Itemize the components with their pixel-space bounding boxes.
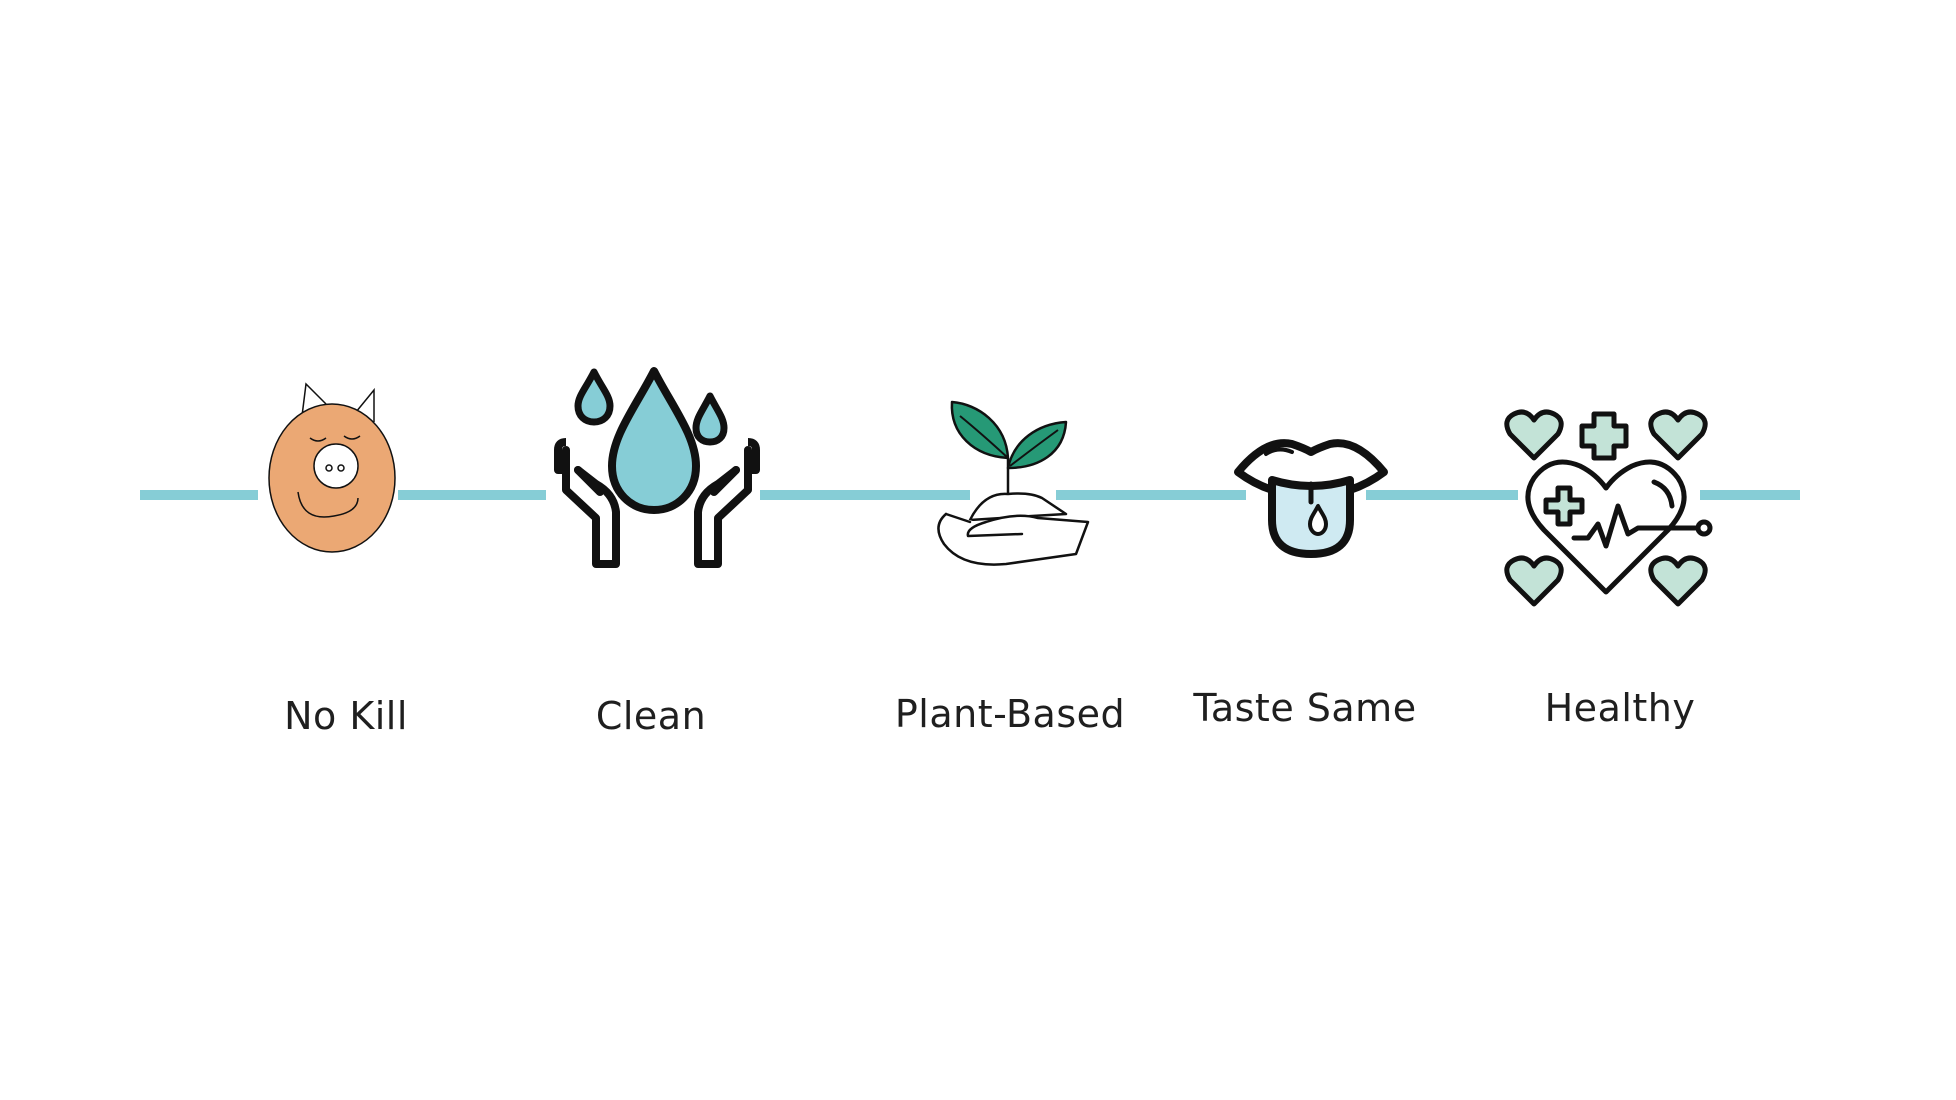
tongue-icon xyxy=(1234,439,1388,558)
line-segment xyxy=(140,490,258,500)
line-segment xyxy=(1700,490,1800,500)
label-clean: Clean xyxy=(595,694,707,738)
label-plant-based: Plant-Based xyxy=(894,692,1126,736)
line-segment xyxy=(1366,490,1518,500)
water-hands-icon xyxy=(554,367,760,568)
label-healthy: Healthy xyxy=(1544,686,1696,730)
sprout-hand-icon xyxy=(937,400,1090,566)
pig-icon xyxy=(268,382,396,553)
label-no-kill: No Kill xyxy=(284,694,408,738)
line-segment xyxy=(1056,490,1246,500)
heart-health-icon xyxy=(1504,409,1713,607)
line-segment xyxy=(398,490,546,500)
line-segment xyxy=(760,490,970,500)
label-taste-same: Taste Same xyxy=(1193,686,1417,730)
